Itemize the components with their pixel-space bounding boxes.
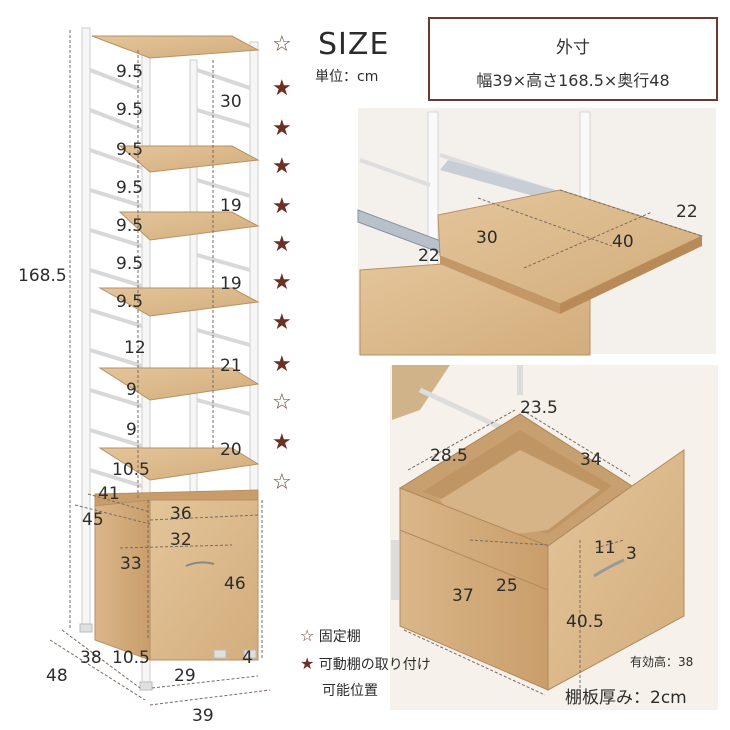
- dim-depth-48: 48: [46, 666, 68, 686]
- dim-shelf-spacing: 21: [220, 356, 242, 376]
- filled-star-icon: ★: [272, 310, 292, 335]
- dim-depth-38: 38: [80, 648, 102, 668]
- dim-gap: 9: [126, 420, 137, 440]
- dim-gap: 9.5: [116, 254, 144, 274]
- drawer-dim-37: 37: [452, 586, 474, 606]
- legend-movable-label: 可動棚の取り付け: [318, 657, 431, 673]
- dim-depth-41: 41: [98, 484, 120, 504]
- dim-width-32: 32: [170, 530, 192, 550]
- dim-foot-4: 4: [242, 648, 253, 668]
- unit-label: 単位：cm: [315, 69, 379, 85]
- size-title: SIZE: [318, 27, 390, 62]
- drawer-dim-11: 11: [594, 538, 616, 558]
- filled-star-icon: ★: [300, 654, 315, 673]
- dim-width-36: 36: [170, 504, 192, 524]
- legend-movable: ★ 可動棚の取り付け: [300, 654, 431, 673]
- slide-shelf-photo: [357, 108, 716, 356]
- dim-depth-45: 45: [82, 510, 104, 530]
- drawer-dim-25: 25: [496, 576, 518, 596]
- dim-gap: 12: [124, 338, 146, 358]
- rack-cabinet: [94, 489, 259, 661]
- slide-dim-30: 30: [476, 228, 498, 248]
- hollow-star-icon: ☆: [272, 32, 292, 57]
- dim-width-39: 39: [192, 706, 214, 726]
- hollow-star-icon: ☆: [272, 470, 292, 495]
- outer-dimensions-heading: 外寸: [556, 38, 590, 58]
- dim-width-29: 29: [174, 666, 196, 686]
- drawer-dim-28-5: 28.5: [430, 446, 468, 466]
- dim-gap: 9: [126, 380, 137, 400]
- dim-shelf-spacing: 19: [220, 196, 242, 216]
- slide-dim-22-top: 22: [676, 202, 698, 222]
- filled-star-icon: ★: [272, 270, 292, 295]
- filled-star-icon: ★: [272, 76, 292, 101]
- rack-shelves: [91, 35, 260, 481]
- dim-gap: 9.5: [116, 100, 144, 120]
- filled-star-icon: ★: [272, 116, 292, 141]
- filled-star-icon: ★: [272, 430, 292, 455]
- dim-shelf-spacing: 30: [220, 92, 242, 112]
- outer-dimensions-values: 幅39×高さ168.5×奥行48: [476, 71, 670, 90]
- drawer-dim-34: 34: [580, 450, 602, 470]
- dim-shelf-spacing: 20: [220, 440, 242, 460]
- filled-star-icon: ★: [272, 154, 292, 179]
- slide-dim-40: 40: [612, 232, 634, 252]
- dim-cabinet-46: 46: [224, 574, 246, 594]
- filled-star-icon: ★: [272, 352, 292, 377]
- dim-cabinet-33: 33: [120, 554, 142, 574]
- drawer-dim-40-5: 40.5: [566, 612, 604, 632]
- dim-shelf-spacing: 19: [220, 274, 242, 294]
- rack-side-rungs: [89, 68, 251, 488]
- legend-fixed-label: 固定棚: [318, 629, 361, 645]
- dim-gap: 9.5: [116, 292, 144, 312]
- dim-gap: 9.5: [116, 216, 144, 236]
- dim-gap: 9.5: [116, 178, 144, 198]
- drawer-dim-23-5: 23.5: [520, 398, 558, 418]
- legend-fixed: ☆ 固定棚: [300, 626, 361, 645]
- shelf-thickness: 棚板厚み：2cm: [565, 688, 687, 708]
- dim-total-height: 168.5: [18, 266, 67, 286]
- dim-gap: 9.5: [116, 140, 144, 160]
- filled-star-icon: ★: [272, 194, 292, 219]
- hollow-star-icon: ☆: [272, 390, 292, 415]
- drawer-photo: [390, 365, 718, 710]
- drawer-dim-3: 3: [626, 544, 637, 564]
- rack-feet: [79, 623, 257, 691]
- effective-height: 有効高：38: [630, 655, 694, 669]
- rack-dimension-lines: [49, 30, 271, 706]
- dim-gap: 9.5: [116, 62, 144, 82]
- filled-star-icon: ★: [272, 232, 292, 257]
- dim-bottom-10-5: 10.5: [112, 648, 150, 668]
- outer-dimensions-box: 外寸 幅39×高さ168.5×奥行48: [428, 17, 718, 101]
- hollow-star-icon: ☆: [300, 626, 315, 645]
- dim-gap: 10.5: [112, 460, 150, 480]
- slide-dim-22-side: 22: [418, 246, 440, 266]
- legend-movable-label-2: 可能位置: [322, 683, 378, 699]
